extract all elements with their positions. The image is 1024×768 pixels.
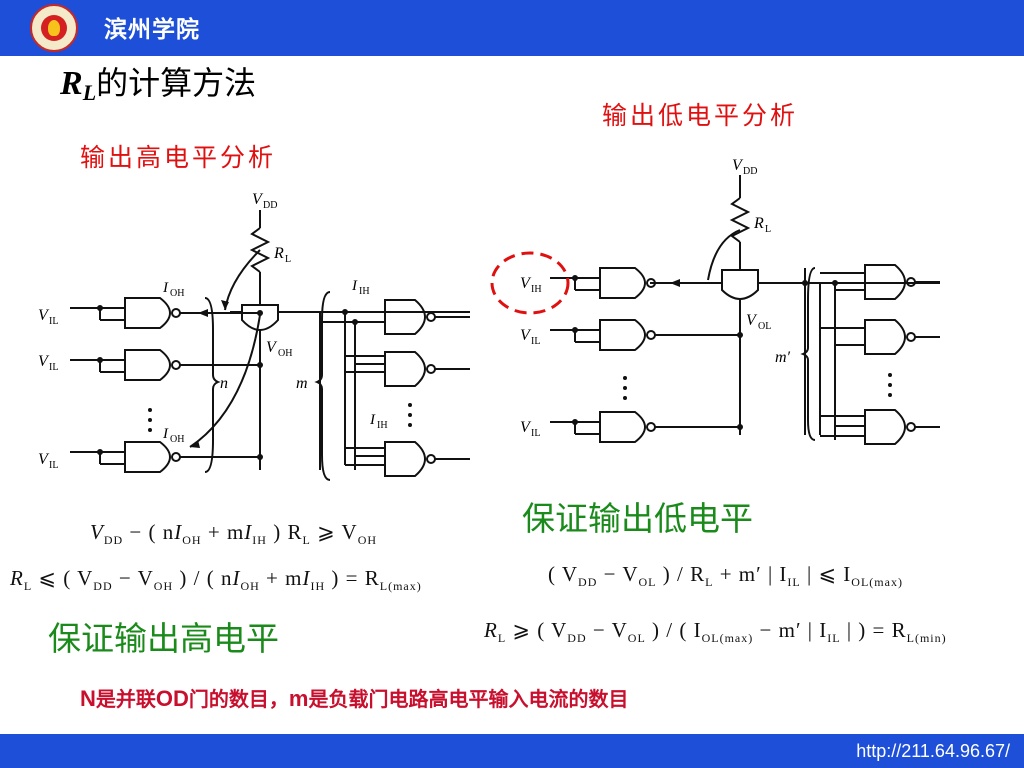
footer-url: http://211.64.96.67/ [856,741,1010,761]
svg-text:DD: DD [743,166,757,177]
right-heading: 输出低电平分析 [602,101,799,130]
left-circuit-diagram: V DD R L I OH I OH I IH I IH V OH n m V … [38,191,470,481]
title-text: 的计算方法 [96,64,257,102]
right-m-label: m′ [775,349,791,366]
right-conclusion: 保证输出低电平 [522,499,753,538]
left-m-label: m [296,375,308,392]
right-formula-2: RL ⩾ ( VDD − VOL ) / ( IOL(max) − m′ | I… [484,618,947,646]
right-rl-label: R [753,215,764,232]
svg-text:I: I [162,426,169,442]
svg-text:I: I [369,412,376,428]
svg-text:V: V [520,419,532,436]
svg-text:IL: IL [49,316,58,327]
svg-text:IL: IL [49,362,58,373]
svg-text:L: L [285,254,291,265]
left-formula-2: RL ⩽ ( VDD − VOH ) / ( nIOH + mIIH ) = R… [10,566,422,594]
svg-text:OH: OH [170,288,184,299]
svg-text:IH: IH [531,284,542,295]
svg-text:IL: IL [531,336,540,347]
right-vdd-label: V [732,157,744,174]
right-vil-label: V [520,327,532,344]
svg-text:V: V [38,451,50,468]
left-vdd-label: V [252,191,264,208]
school-name: 滨州学院 [104,17,200,43]
svg-text:V: V [38,353,50,370]
school-logo-icon [30,4,78,52]
footnote: N是并联OD门的数目，m是负载门电路高电平输入电流的数目 [80,686,629,711]
left-rl-label: R [273,245,284,262]
vih-highlight-circle [490,251,570,315]
left-n-label: n [220,375,228,392]
left-ioh-label: I [162,280,169,296]
svg-text:OL: OL [758,321,771,332]
svg-text:IH: IH [359,286,370,297]
header-bar: 滨州学院 [0,0,1024,56]
left-voh-label: V [266,339,278,356]
svg-text:OH: OH [278,348,292,359]
right-vih-label: V [520,275,532,292]
slide-title: RL的计算方法 [60,64,257,105]
left-conclusion: 保证输出高电平 [48,619,279,658]
right-vol-label: V [746,312,758,329]
left-iih-label: I [351,278,358,294]
svg-text:DD: DD [263,200,277,211]
right-formula-1: ( VDD − VOL ) / RL + m′ | IIL | ⩽ IOL(ma… [548,562,903,590]
footer-bar: http://211.64.96.67/ [0,734,1024,768]
svg-text:IL: IL [531,428,540,439]
left-heading: 输出高电平分析 [80,143,277,172]
svg-text:OH: OH [170,434,184,445]
svg-text:IL: IL [49,460,58,471]
svg-text:IH: IH [377,420,388,431]
left-vil-label: V [38,307,50,324]
left-formula-1: VDD − ( nIOH + mIIH ) RL ⩾ VOH [90,520,378,548]
svg-text:L: L [765,224,771,235]
right-circuit-diagram: V DD R L V OL m′ V IH V IL V IL [490,157,940,445]
